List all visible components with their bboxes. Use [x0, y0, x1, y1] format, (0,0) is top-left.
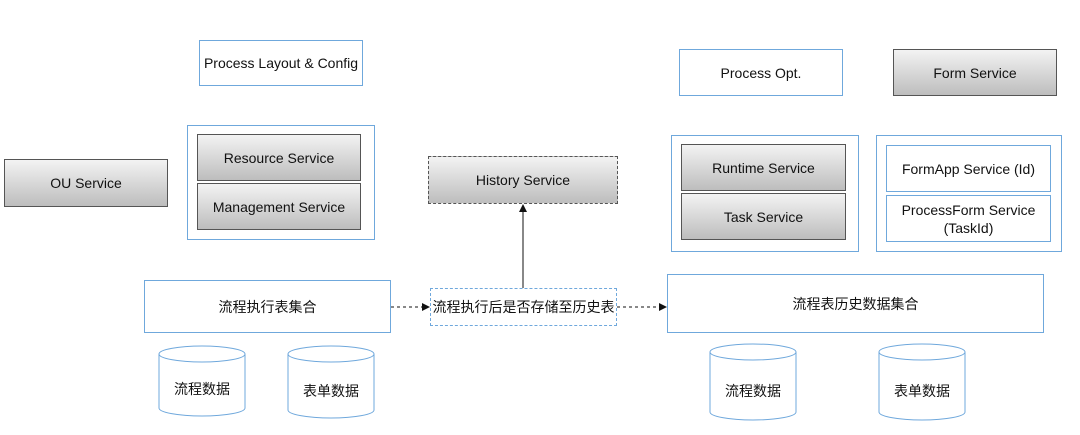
db-left-form-data-label: 表单数据: [303, 383, 359, 399]
task-service-box: Task Service: [681, 193, 846, 240]
management-service-box: Management Service: [197, 183, 361, 230]
db-right-flow-data-label: 流程数据: [725, 383, 781, 399]
process-layout-config-box: Process Layout & Config: [199, 40, 363, 86]
flow-history-set-box: 流程表历史数据集合: [667, 274, 1044, 333]
form-service-box: Form Service: [893, 49, 1057, 96]
db-left-flow-data: 流程数据: [158, 345, 246, 417]
flow-store-history-label: 流程执行后是否存储至历史表: [432, 299, 615, 315]
resource-service-box: Resource Service: [197, 134, 361, 181]
process-opt-box: Process Opt.: [679, 49, 843, 96]
management-service-label: Management Service: [212, 198, 346, 215]
db-left-form-data: 表单数据: [287, 345, 375, 419]
process-layout-config-label: Process Layout & Config: [203, 55, 359, 71]
runtime-service-label: Runtime Service: [712, 159, 815, 176]
history-service-box: History Service: [428, 156, 618, 204]
process-opt-label: Process Opt.: [720, 64, 802, 81]
processform-service-label-line2: (TaskId): [943, 219, 994, 236]
processform-service-label-line1: ProcessForm Service: [901, 201, 1036, 218]
ou-service-label: OU Service: [50, 175, 122, 191]
db-right-form-data-label: 表单数据: [894, 383, 950, 399]
formapp-service-label: FormApp Service (Id): [901, 160, 1036, 177]
ou-service-box: OU Service: [4, 159, 168, 207]
flow-exec-set-box: 流程执行表集合: [144, 280, 391, 333]
form-service-label: Form Service: [933, 64, 1017, 81]
history-service-label: History Service: [475, 172, 571, 188]
db-left-flow-data-label: 流程数据: [174, 381, 230, 397]
flow-store-history-box: 流程执行后是否存储至历史表: [430, 288, 617, 326]
runtime-service-box: Runtime Service: [681, 144, 846, 191]
resource-service-label: Resource Service: [223, 149, 335, 166]
flow-history-set-label: 流程表历史数据集合: [792, 295, 919, 312]
db-right-flow-data: 流程数据: [709, 343, 797, 421]
processform-service-box: ProcessForm Service (TaskId): [886, 195, 1051, 242]
task-service-label: Task Service: [723, 208, 804, 225]
db-right-form-data: 表单数据: [878, 343, 966, 421]
flow-exec-set-label: 流程执行表集合: [218, 298, 317, 315]
formapp-service-box: FormApp Service (Id): [886, 145, 1051, 192]
